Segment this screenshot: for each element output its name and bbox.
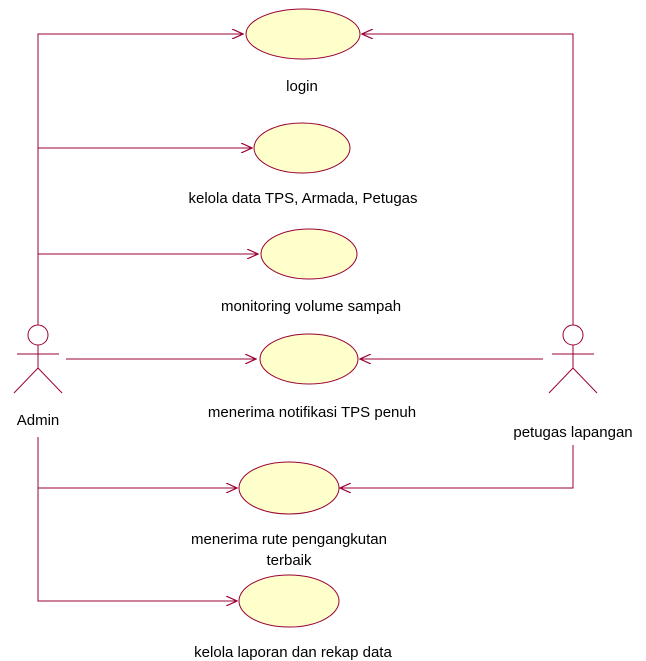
usecase-kelola-data[interactable]	[253, 122, 351, 174]
usecase-monitoring-label: monitoring volume sampah	[221, 298, 401, 315]
usecase-rute[interactable]	[238, 461, 340, 515]
assoc-petugas-login	[362, 34, 574, 325]
actor-petugas-head	[562, 324, 584, 346]
actor-petugas-leg-left	[548, 367, 574, 394]
actor-admin[interactable]	[13, 324, 63, 394]
actor-admin-label: Admin	[17, 412, 60, 429]
actor-petugas-leg-right	[572, 367, 598, 394]
usecase-kelola-data-label: kelola data TPS, Armada, Petugas	[188, 190, 417, 207]
usecase-laporan-label: kelola laporan dan rekap data	[194, 644, 392, 661]
usecase-notifikasi-label: menerima notifikasi TPS penuh	[208, 404, 416, 421]
use-cases	[238, 8, 361, 628]
admin-associations	[37, 34, 258, 601]
usecase-login[interactable]	[245, 8, 361, 60]
usecase-monitoring[interactable]	[260, 228, 358, 280]
usecase-rute-label-line2: terbaik	[266, 552, 312, 569]
use-case-labels: login kelola data TPS, Armada, Petugas m…	[188, 78, 417, 661]
usecase-login-label: login	[286, 78, 318, 95]
assoc-admin-login	[37, 34, 243, 325]
usecase-rute-label-line1: menerima rute pengangkutan	[191, 531, 387, 548]
actor-petugas-lapangan[interactable]	[548, 324, 598, 394]
petugas-associations	[340, 34, 574, 488]
assoc-admin-laporan	[37, 488, 237, 601]
usecase-laporan[interactable]	[238, 574, 340, 628]
actor-admin-leg-right	[37, 367, 63, 394]
actor-admin-head	[27, 324, 49, 346]
assoc-petugas-rute	[340, 445, 574, 488]
assoc-admin-rute	[37, 437, 237, 488]
usecase-notifikasi[interactable]	[259, 333, 359, 385]
actor-petugas-label: petugas lapangan	[513, 424, 632, 441]
actor-admin-leg-left	[13, 367, 39, 394]
